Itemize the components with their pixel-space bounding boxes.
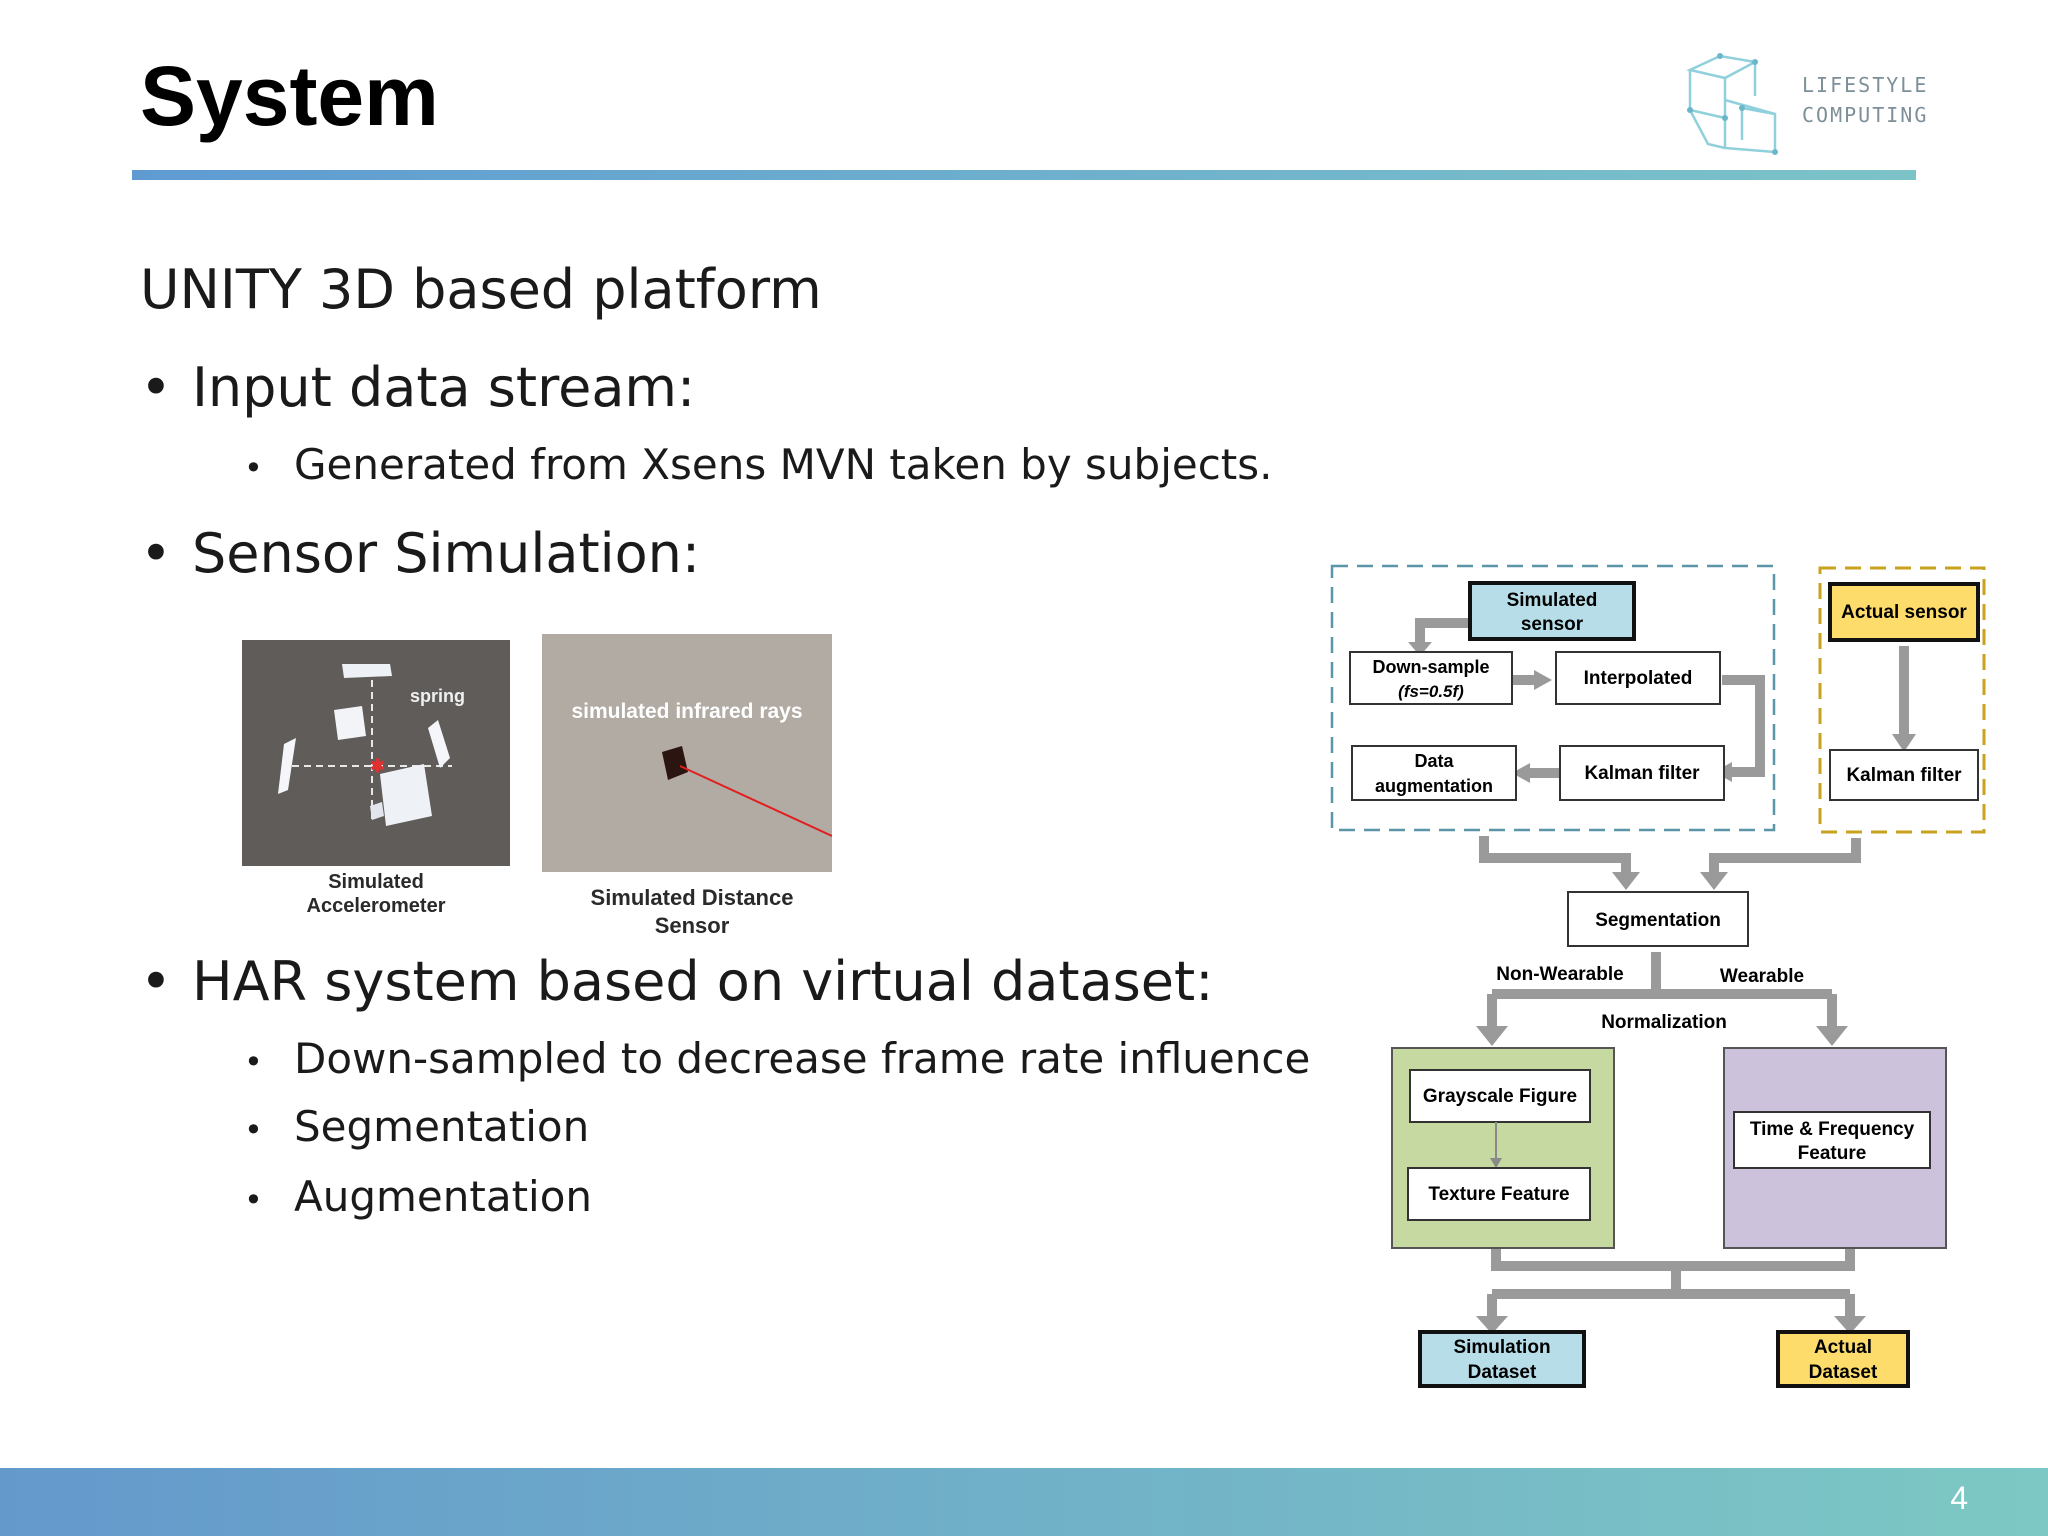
- arrow-sim-to-seg: [1479, 836, 1631, 876]
- bullet-text: HAR system based on virtual dataset:: [192, 950, 1214, 1013]
- bullet-text: Segmentation: [294, 1102, 590, 1151]
- timefreq-l1: Time & Frequency: [1750, 1119, 1915, 1140]
- wearable-label: Wearable: [1720, 966, 1804, 987]
- downsample-l2: (fs=0.5f): [1398, 682, 1464, 701]
- bullet-text: Input data stream:: [192, 356, 696, 419]
- caption-line2: Sensor: [654, 913, 730, 938]
- arrow-interp-to-kalman: [1722, 675, 1765, 777]
- logo-line1: LIFESTYLE: [1802, 73, 1929, 97]
- footer-bar: [0, 1468, 2048, 1536]
- texture-label: Texture Feature: [1428, 1184, 1569, 1205]
- segmentation-label: Segmentation: [1595, 910, 1721, 931]
- kalman-filter-actual-box: [1829, 749, 1979, 801]
- sim-dataset-l2: Dataset: [1468, 1362, 1537, 1383]
- kalman-filter-sim-box: [1559, 745, 1725, 801]
- infrared-label: simulated infrared rays: [571, 700, 802, 723]
- lifestyle-computing-logo: LIFESTYLE COMPUTING: [1680, 48, 1926, 160]
- bullet-glyph: •: [244, 1043, 263, 1081]
- simulated-sensor-l2: sensor: [1521, 614, 1584, 635]
- bullet-glyph: •: [244, 449, 263, 487]
- sim-dataset-l1: Simulation: [1453, 1337, 1550, 1358]
- time-frequency-box: [1733, 1111, 1931, 1169]
- page-number: 4: [1950, 1480, 1968, 1516]
- cube-lines-icon: [1686, 53, 1778, 155]
- bullet-sensor-simulation: • Sensor Simulation:: [140, 522, 701, 585]
- downsample-l1: Down-sample: [1372, 657, 1489, 677]
- har-pipeline-diagram: Simulated sensor Down-sample (fs=0.5f) I…: [1330, 564, 1986, 1388]
- bullet-har-system: • HAR system based on virtual dataset:: [140, 950, 1214, 1013]
- simulation-dataset-box: [1418, 1330, 1586, 1388]
- content-heading: UNITY 3D based platform: [140, 258, 822, 321]
- grayscale-label: Grayscale Figure: [1423, 1086, 1577, 1107]
- simulated-sensor-box: [1468, 581, 1636, 641]
- logo-text: LIFESTYLE COMPUTING: [1802, 70, 1928, 130]
- arrow-actual-to-seg: [1709, 838, 1861, 876]
- interpolated-box: [1555, 651, 1721, 705]
- bullet-input-data-stream: • Input data stream:: [140, 356, 696, 419]
- segmentation-box: [1567, 891, 1749, 947]
- bullet-glyph: •: [140, 950, 172, 1013]
- actual-dataset-l2: Dataset: [1809, 1362, 1878, 1383]
- bullet-text: Augmentation: [294, 1172, 593, 1221]
- caption-line1: Simulated: [328, 871, 424, 893]
- center-marker: ✱: [370, 756, 385, 776]
- distance-sensor-render: simulated infrared rays: [571, 700, 833, 837]
- caption-line2: Accelerometer: [306, 895, 446, 917]
- actual-group-border: [1818, 566, 1986, 834]
- sub-bullet-downsampled: • Down-sampled to decrease frame rate in…: [244, 1034, 1311, 1083]
- bullet-glyph: •: [244, 1111, 263, 1149]
- simulated-sensor-l1: Simulated: [1507, 590, 1598, 611]
- spring-label: spring: [410, 686, 465, 706]
- actual-dataset-box: [1776, 1330, 1910, 1388]
- simulation-group-border: [1330, 564, 1776, 832]
- data-aug-l2: augmentation: [1375, 776, 1493, 796]
- bullet-glyph: •: [244, 1181, 263, 1219]
- distance-sensor-image: simulated infrared rays: [542, 634, 833, 872]
- accelerometer-render: spring ✱: [278, 664, 465, 826]
- kalman-sim-label: Kalman filter: [1584, 763, 1700, 784]
- slide-title: System: [140, 49, 439, 143]
- normalization-label: Normalization: [1601, 1012, 1727, 1033]
- interpolated-label: Interpolated: [1584, 668, 1693, 689]
- caption-line1: Simulated Distance: [590, 885, 794, 910]
- timefreq-l2: Feature: [1798, 1143, 1867, 1164]
- arrow-sim-to-downsample: [1415, 618, 1470, 646]
- actual-sensor-label: Actual sensor: [1841, 602, 1967, 623]
- actual-dataset-l1: Actual: [1814, 1337, 1872, 1358]
- actual-sensor-box: [1828, 582, 1980, 642]
- data-aug-l1: Data: [1414, 751, 1454, 771]
- sub-bullet-segmentation: • Segmentation: [244, 1102, 590, 1151]
- title-underline-bar: [132, 170, 1916, 180]
- kalman-actual-label: Kalman filter: [1846, 765, 1962, 786]
- arrow-merge: [1491, 1248, 1855, 1271]
- accelerometer-caption: Simulated Accelerometer: [242, 870, 510, 918]
- accelerometer-image: spring ✱: [242, 640, 510, 866]
- texture-feature-box: [1407, 1167, 1591, 1221]
- grayscale-figure-box: [1409, 1069, 1591, 1123]
- distance-sensor-caption: Simulated Distance Sensor: [542, 884, 842, 940]
- sub-bullet-generated: • Generated from Xsens MVN taken by subj…: [244, 440, 1273, 489]
- logo-line2: COMPUTING: [1802, 103, 1929, 127]
- non-wearable-label: Non-Wearable: [1496, 964, 1623, 985]
- sub-bullet-augmentation: • Augmentation: [244, 1172, 593, 1221]
- downsample-box: [1349, 651, 1513, 705]
- bullet-glyph: •: [140, 522, 172, 585]
- bullet-text: Down-sampled to decrease frame rate infl…: [294, 1034, 1311, 1083]
- bullet-text: Generated from Xsens MVN taken by subjec…: [294, 440, 1273, 489]
- bullet-glyph: •: [140, 356, 172, 419]
- data-augmentation-box: [1351, 745, 1517, 801]
- bullet-text: Sensor Simulation:: [192, 522, 701, 585]
